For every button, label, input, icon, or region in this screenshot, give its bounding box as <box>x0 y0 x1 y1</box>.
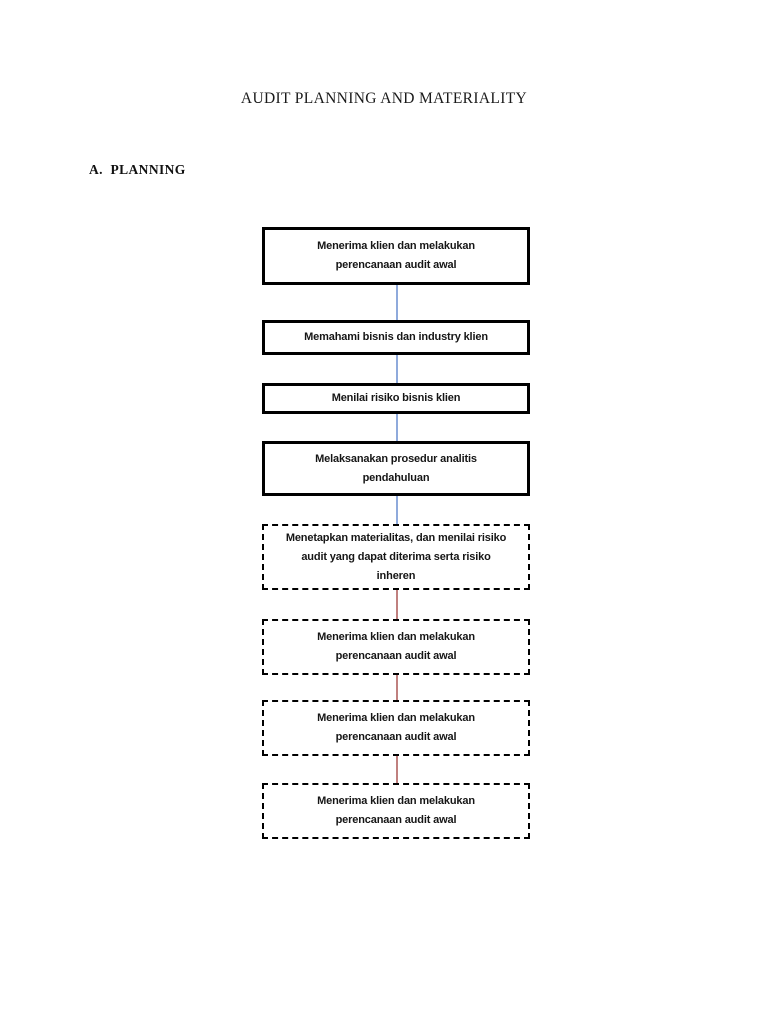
flow-node[interactable]: Menilai risiko bisnis klien <box>262 383 530 414</box>
flow-connector <box>396 414 398 441</box>
flow-node[interactable]: Menetapkan materialitas, dan menilai ris… <box>262 524 530 590</box>
flow-connector <box>396 285 398 320</box>
flow-node-text-line: pendahuluan <box>362 471 430 484</box>
flow-node[interactable]: Menerima klien dan melakukan perencanaan … <box>262 227 530 285</box>
flow-node-text-line: Menilai risiko bisnis klien <box>331 392 461 404</box>
flow-node[interactable]: Melaksanakan prosedur analitis pendahulua… <box>262 441 530 496</box>
flow-node-text-line: Melaksanakan prosedur analitis <box>315 452 477 465</box>
flow-connector <box>396 756 398 783</box>
flow-node-text-line: audit yang dapat diterima serta risiko <box>301 550 491 563</box>
flow-connector <box>396 496 398 524</box>
flow-node-text-line: perencanaan audit awal <box>335 650 457 662</box>
flow-node[interactable]: Menerima klien dan melakukan perencanaan … <box>262 783 530 839</box>
flow-node[interactable]: Menerima klien dan melakukan perencanaan … <box>262 619 530 675</box>
flow-node[interactable]: Memahami bisnis dan industry klien <box>262 320 530 355</box>
flow-node-text-line: inheren <box>376 569 416 582</box>
flow-node-text-line: Menerima klien dan melakukan <box>317 712 475 724</box>
flow-node-text-line: Menerima klien dan melakukan <box>317 240 475 252</box>
flow-connector <box>396 675 398 700</box>
flow-node-text-line: perencanaan audit awal <box>335 259 457 271</box>
flow-node-text-line: perencanaan audit awal <box>335 814 457 826</box>
flow-node-text-line: Menerima klien dan melakukan <box>317 795 475 807</box>
section-heading-planning: A. PLANNING <box>89 162 186 177</box>
page-title: AUDIT PLANNING AND MATERIALITY <box>240 90 528 107</box>
flow-node-text-line: Menetapkan materialitas, dan menilai ris… <box>285 531 507 544</box>
flow-connector <box>396 590 398 619</box>
flow-node-text-line: Menerima klien dan melakukan <box>317 631 475 643</box>
flow-node-text-line: Memahami bisnis dan industry klien <box>304 331 488 343</box>
flow-node[interactable]: Menerima klien dan melakukan perencanaan … <box>262 700 530 756</box>
flow-node-text-line: perencanaan audit awal <box>335 731 457 743</box>
flow-connector <box>396 355 398 383</box>
